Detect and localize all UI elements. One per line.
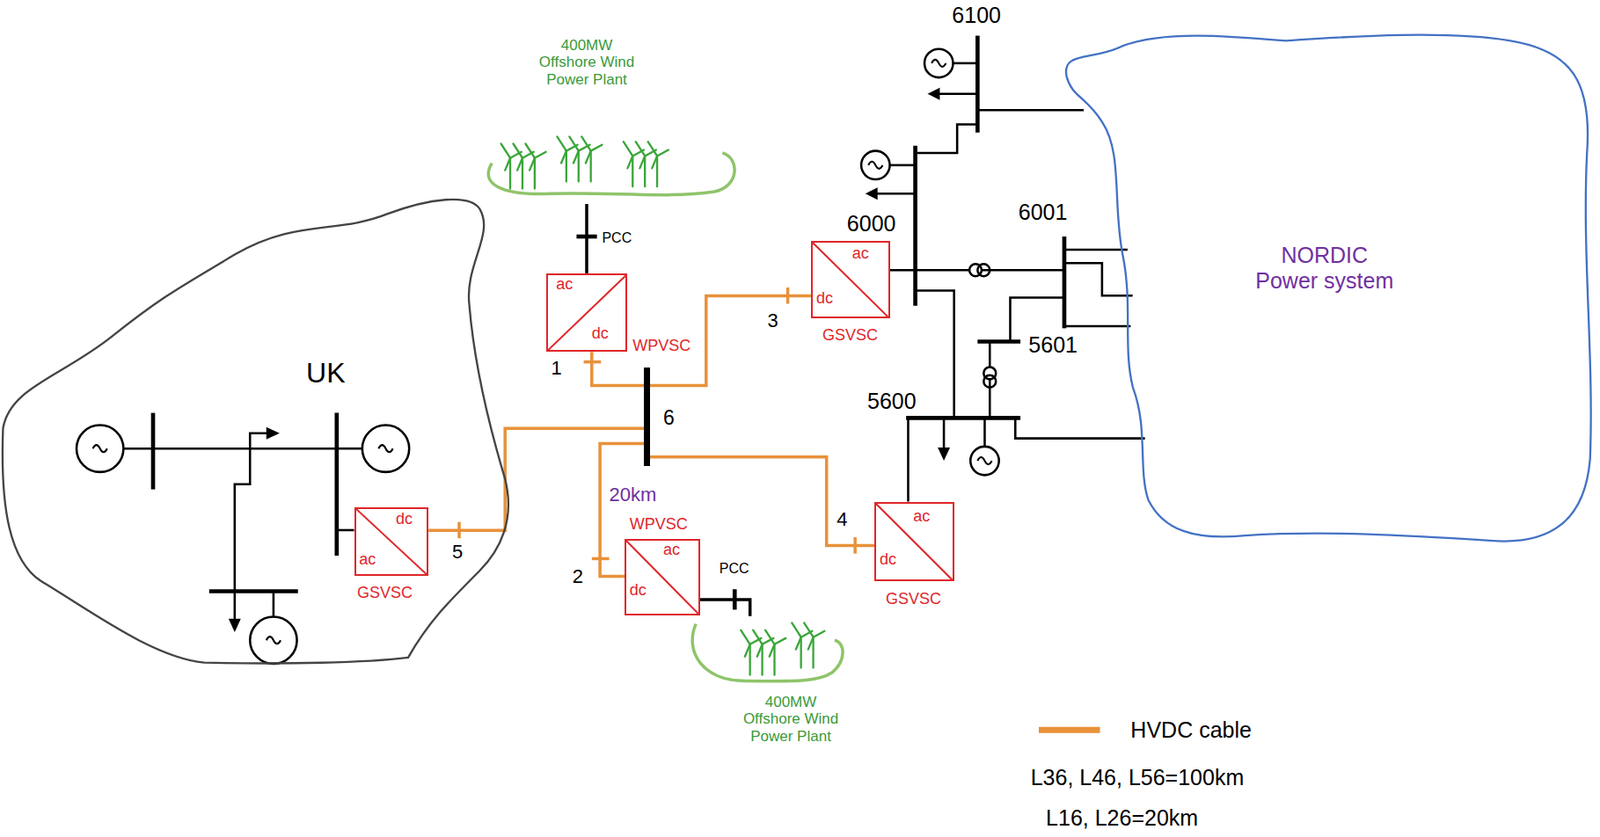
converter-box: acdcWPVSC (624, 539, 701, 616)
converter-side: dc (395, 510, 413, 529)
converter-side: dc (816, 289, 833, 308)
converter-side: dc (591, 324, 609, 344)
converter-name: GSVSC (885, 590, 942, 609)
converter-name: GSVSC (357, 584, 413, 603)
converter-name: WPVSC (629, 515, 688, 534)
converter-box: acdcGSVSC (810, 241, 890, 319)
converter-side: dc (629, 581, 647, 600)
dc-bus: 6 (643, 367, 651, 468)
pcc-label: PCC (601, 230, 632, 247)
bus-number: 6000 (847, 211, 897, 237)
wind-power-plant: 400MW Offshore Wind Power Plant (692, 616, 841, 691)
nordic-ac-network (861, 36, 1146, 503)
bus-number: 6100 (951, 2, 1001, 29)
ac-connection (584, 204, 589, 274)
converter-box: acdcWPVSC (546, 273, 629, 352)
terminal-number: 5 (452, 540, 463, 563)
region-label: NORDIC Power system (1251, 242, 1397, 294)
converter-side: ac (555, 275, 573, 294)
converter-diagonal-line (812, 242, 888, 317)
converter-side: dc (879, 550, 897, 570)
bus-number: 5601 (1028, 332, 1078, 358)
converter-side: ac (852, 244, 870, 264)
converter-name: WPVSC (632, 336, 691, 356)
region-outline (0, 193, 516, 668)
cable-note: L36, L46, L56=100km (1030, 765, 1245, 791)
ac-connection (700, 599, 751, 617)
legend-swatch (1038, 727, 1101, 734)
terminal-number: 4 (836, 508, 848, 531)
bus-number: 5600 (867, 388, 917, 415)
converter-diagonal (626, 540, 699, 614)
hvdc-cable (591, 351, 644, 386)
dc-terminal (459, 287, 855, 559)
converter-side: ac (358, 550, 376, 570)
cable-note: L16, L26=20km (1045, 805, 1199, 832)
plant-label: 400MW Offshore Wind Power Plant (536, 36, 638, 89)
converter-box: dcacGSVSC (354, 507, 430, 578)
terminal-number: 3 (767, 309, 778, 332)
converter-diagonal-line (876, 504, 952, 580)
region-label: UK (306, 357, 345, 390)
bus-number: 6 (663, 406, 675, 430)
terminal-number: 2 (572, 565, 584, 588)
uk-region: UK dc acGSVSC (0, 193, 516, 668)
nordic-region: NORDIC Power system (1056, 25, 1598, 551)
region-border (2, 199, 509, 665)
legend-text: HVDC cable (1130, 717, 1252, 744)
pcc-label: PCC (719, 561, 750, 578)
converter-name: GSVSC (822, 326, 878, 345)
terminal-number: 1 (550, 357, 562, 380)
converter-diagonal-line (626, 540, 699, 614)
region-border (1066, 35, 1592, 542)
converter-diagonal-line (547, 275, 627, 351)
cable-length: 20km (609, 483, 658, 506)
wind-farm-illustration (488, 136, 843, 681)
plant-label: 400MW Offshore Wind Power Plant (740, 694, 842, 746)
converter-side: ac (913, 507, 930, 527)
converter-diagonal-line (356, 509, 428, 576)
wind-power-plant: 400MW Offshore Wind Power Plant (488, 116, 742, 205)
converter-box: acdcGSVSC (874, 502, 954, 582)
bus-number: 6001 (1018, 199, 1068, 226)
converter-side: ac (663, 540, 680, 560)
